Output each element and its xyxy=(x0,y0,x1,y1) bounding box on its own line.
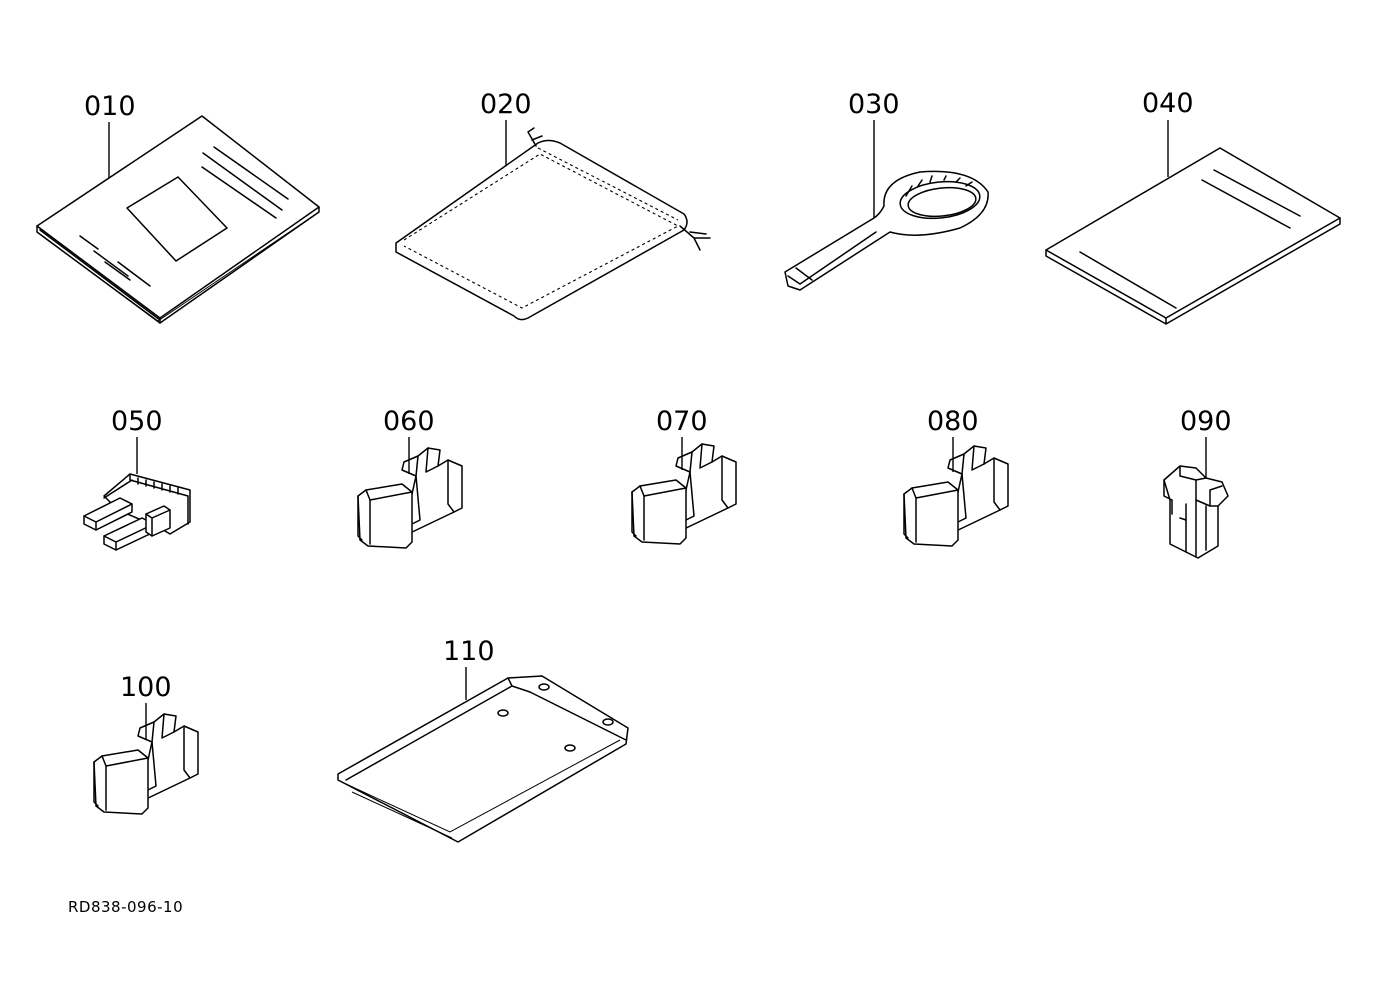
part-030[interactable]: 030 xyxy=(784,89,989,291)
connector-clip-icon xyxy=(1163,465,1229,559)
part-label-010: 010 xyxy=(84,91,136,122)
part-label-050: 050 xyxy=(111,406,163,437)
part-label-020: 020 xyxy=(480,89,532,120)
part-label-080: 080 xyxy=(927,406,979,437)
drawing-reference-code: RD838-096-10 xyxy=(68,898,183,916)
drawstring-bag-icon xyxy=(395,127,711,321)
part-020[interactable]: 020 xyxy=(395,89,711,321)
part-label-030: 030 xyxy=(848,89,900,120)
ring-wrench-icon xyxy=(784,170,989,291)
connector-cap-icon xyxy=(357,447,463,549)
plastic-pouch-icon xyxy=(337,675,629,843)
part-110[interactable]: 110 xyxy=(337,636,629,843)
part-090[interactable]: 090 xyxy=(1163,406,1232,559)
connector-cap-icon xyxy=(631,443,737,545)
part-label-100: 100 xyxy=(120,672,172,703)
part-100[interactable]: 100 xyxy=(93,672,199,815)
part-label-060: 060 xyxy=(383,406,435,437)
part-label-090: 090 xyxy=(1180,406,1232,437)
part-010[interactable]: 010 xyxy=(36,91,320,324)
part-label-110: 110 xyxy=(443,636,495,667)
fuse-icon xyxy=(83,473,191,551)
part-040[interactable]: 040 xyxy=(1045,88,1341,325)
part-080[interactable]: 080 xyxy=(903,406,1009,547)
part-050[interactable]: 050 xyxy=(83,406,191,551)
instruction-sheet-icon xyxy=(1045,147,1341,325)
part-070[interactable]: 070 xyxy=(631,406,737,545)
part-060[interactable]: 060 xyxy=(357,406,463,549)
part-label-040: 040 xyxy=(1142,88,1194,119)
connector-cap-icon xyxy=(903,445,1009,547)
part-label-070: 070 xyxy=(656,406,708,437)
manual-booklet-icon xyxy=(36,115,320,324)
